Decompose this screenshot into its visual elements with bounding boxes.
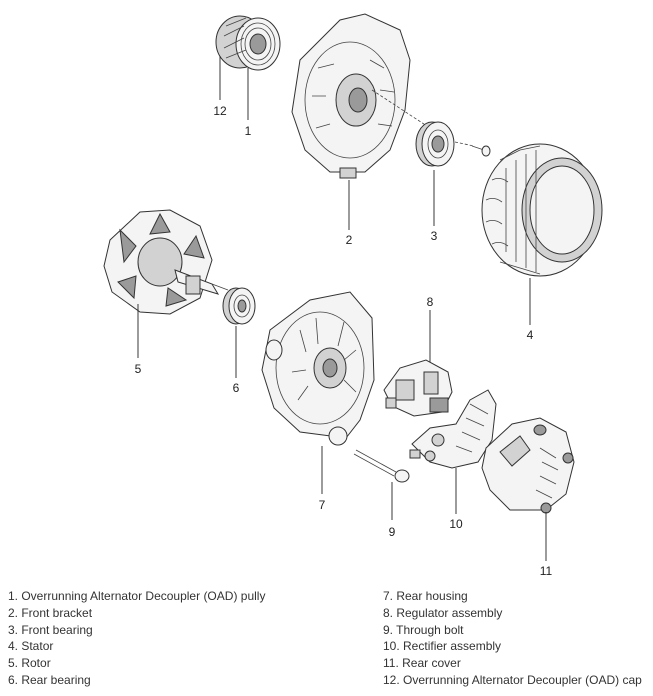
rear-cover (481, 417, 575, 514)
leader-lines (137, 56, 547, 561)
callout-9: 9 (389, 525, 396, 539)
callout-labels: 1 2 3 4 5 6 7 8 9 10 11 12 (135, 104, 553, 578)
legend-column-left: 1. Overrunning Alternator Decoupler (OAD… (8, 588, 265, 689)
callout-7: 7 (319, 498, 326, 512)
legend-item: 10. Rectifier assembly (383, 639, 502, 654)
legend-column-right: 7. Rear housing 8. Regulator assembly 9.… (383, 588, 642, 689)
legend-item: 1. Overrunning Alternator Decoupler (OAD… (8, 589, 266, 603)
callout-3: 3 (431, 229, 438, 243)
rear-bearing (222, 287, 256, 325)
legend-item: 4. Stator (8, 639, 54, 654)
legend-item: 7. Rear housing (383, 589, 468, 603)
rear-housing (261, 291, 375, 446)
rotor (103, 209, 229, 315)
callout-12: 12 (213, 104, 227, 118)
front-bearing (415, 121, 455, 167)
exploded-alternator-diagram: 1 2 3 4 5 6 7 8 9 10 11 12 (103, 13, 603, 578)
legend-item: 11. Rear cover (383, 656, 461, 671)
front-bracket (291, 13, 411, 179)
rectifier-assembly (409, 389, 497, 469)
callout-8: 8 (427, 295, 434, 309)
callout-4: 4 (527, 328, 534, 342)
legend-item: 9. Through bolt (383, 622, 464, 637)
legend-item: 8. Regulator assembly (383, 605, 503, 620)
callout-1: 1 (245, 124, 252, 138)
stator (481, 143, 603, 277)
front-screw (471, 145, 491, 157)
legend-item: 12. Overrunning Alternator Decoupler (OA… (383, 672, 642, 687)
callout-5: 5 (135, 362, 142, 376)
callout-10: 10 (449, 517, 463, 531)
legend-item: 3. Front bearing (8, 622, 93, 637)
oad-pulley (215, 15, 281, 71)
callout-11: 11 (540, 564, 553, 578)
through-bolt (353, 449, 410, 483)
legend-item: 6. Rear bearing (8, 672, 91, 687)
callout-6: 6 (233, 381, 240, 395)
legend-item: 5. Rotor (8, 656, 51, 671)
regulator-assembly (383, 359, 453, 417)
callout-2: 2 (346, 233, 353, 247)
parts-legend: 1. Overrunning Alternator Decoupler (OAD… (8, 588, 648, 692)
legend-item: 2. Front bracket (8, 605, 93, 620)
